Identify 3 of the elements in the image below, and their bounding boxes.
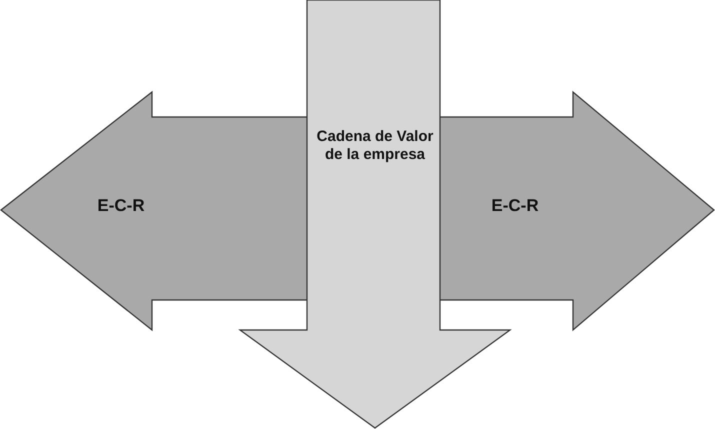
arrow-label: Cadena de Valor de la empresa: [316, 128, 434, 164]
arrow-label: E-C-R: [490, 196, 540, 216]
arrow-label: E-C-R: [96, 196, 146, 216]
